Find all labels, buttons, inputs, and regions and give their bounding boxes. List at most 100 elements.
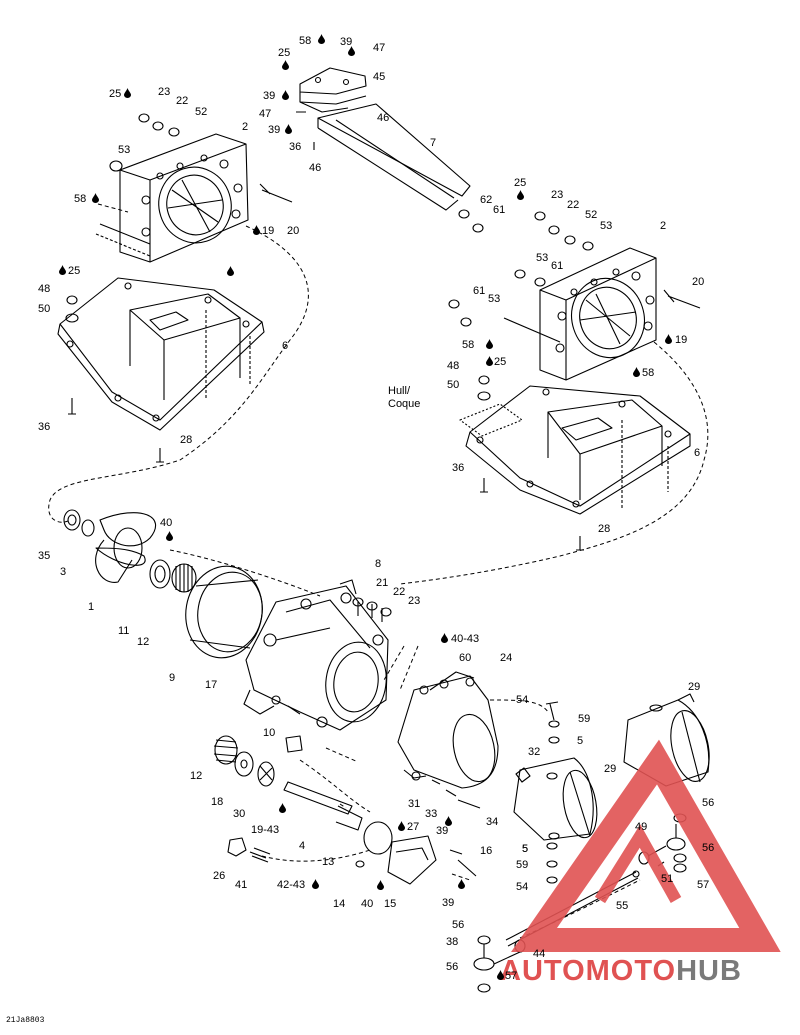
callout-label: 17 xyxy=(205,679,218,691)
callout-label: 23 xyxy=(551,189,564,201)
hardware xyxy=(65,111,701,993)
callout-label: 22 xyxy=(567,199,580,211)
watermark-auto: AUTO xyxy=(500,955,586,987)
ride-plate-left xyxy=(57,277,265,431)
callout-label: 25 xyxy=(109,88,122,100)
nozzle-29-a xyxy=(513,757,598,841)
callout-label: 56 xyxy=(452,919,465,931)
callout-label: 25 xyxy=(68,265,81,277)
drop-icon xyxy=(282,90,289,100)
callout-label: 52 xyxy=(195,106,208,118)
callout-label: 14 xyxy=(333,898,346,910)
callout-label: 23 xyxy=(158,86,171,98)
callout-label: 19 xyxy=(675,334,688,346)
callout-label: 39 xyxy=(268,124,281,136)
callout-label: 22 xyxy=(393,586,406,598)
callout-label: 20 xyxy=(287,225,300,237)
callout-label: 3 xyxy=(60,566,67,578)
callout-label: 57 xyxy=(697,879,710,891)
callout-label: 50 xyxy=(38,303,51,315)
callout-label: 62 xyxy=(480,194,493,206)
hull-label-line1: Hull/ xyxy=(388,385,411,397)
callout-label: 11 xyxy=(118,625,130,637)
callout-label: 15 xyxy=(384,898,397,910)
drop-icon xyxy=(441,633,448,643)
callout-label: 28 xyxy=(598,523,611,535)
callout-label: 42-43 xyxy=(277,879,306,891)
callout-label: 46 xyxy=(309,162,322,174)
callout-label: 61 xyxy=(551,260,564,272)
callout-label: 54 xyxy=(516,881,529,893)
callout-label: 27 xyxy=(407,821,420,833)
callout-label: 28 xyxy=(180,434,193,446)
callout-label: 52 xyxy=(585,209,598,221)
callout-label: 53 xyxy=(488,293,501,305)
callout-label: 29 xyxy=(688,681,701,693)
callout-label: 51 xyxy=(661,873,674,885)
o-ring-27 xyxy=(363,821,393,855)
callout-label: 32 xyxy=(528,746,541,758)
callout-label: 12 xyxy=(190,770,203,782)
callout-label: 57 xyxy=(505,970,518,982)
drop-icon xyxy=(166,531,173,541)
drop-icon xyxy=(285,124,292,134)
diagram-code: 21Ja8803 xyxy=(6,1016,45,1025)
callout-label: 50 xyxy=(447,379,460,391)
drop-icon xyxy=(92,193,99,203)
callout-label: 59 xyxy=(516,859,529,871)
drop-icon xyxy=(312,879,319,889)
callout-label: 8 xyxy=(375,558,382,570)
drop-icon xyxy=(253,225,260,235)
callout-label: 56 xyxy=(702,842,715,854)
callout-label: 39 xyxy=(442,897,455,909)
callout-label: 9 xyxy=(169,672,176,684)
hull-label: Hull/ Coque xyxy=(388,385,420,411)
drop-icon xyxy=(227,266,234,276)
drop-icon xyxy=(486,356,493,366)
callout-label: 60 xyxy=(459,652,472,664)
callout-label: 36 xyxy=(452,462,465,474)
callout-label: 22 xyxy=(176,95,189,107)
seal-assembly xyxy=(213,735,275,787)
drop-icon xyxy=(59,265,66,275)
callout-label: 48 xyxy=(38,283,51,295)
callout-label: 35 xyxy=(38,550,51,562)
callout-label: 53 xyxy=(600,220,613,232)
callout-label: 55 xyxy=(616,900,629,912)
callout-label: 13 xyxy=(322,856,335,868)
callout-label: 5 xyxy=(522,843,529,855)
pump-support-left xyxy=(95,133,249,263)
drop-icon xyxy=(282,60,289,70)
callout-label: 40 xyxy=(361,898,374,910)
callout-label: 39 xyxy=(263,90,276,102)
callout-label: 47 xyxy=(373,42,386,54)
callout-label: 7 xyxy=(430,137,437,149)
callout-label: 34 xyxy=(486,816,499,828)
callout-label: 19 xyxy=(262,225,275,237)
callout-label: 59 xyxy=(578,713,591,725)
callout-label: 18 xyxy=(211,796,224,808)
pump-housing-17 xyxy=(243,579,389,731)
wear-ring-11 xyxy=(149,559,197,593)
callout-label: 23 xyxy=(408,595,421,607)
drive-shaft-4 xyxy=(283,781,363,831)
fitting-26 xyxy=(227,837,271,863)
drop-icon xyxy=(458,879,465,889)
callout-label: 4 xyxy=(299,840,306,852)
callout-label: 31 xyxy=(408,798,421,810)
callout-label: 16 xyxy=(480,845,493,857)
callout-label: 5 xyxy=(577,735,584,747)
impeller-1 xyxy=(63,509,157,583)
callout-label: 54 xyxy=(516,694,529,706)
venturi-24 xyxy=(397,671,499,789)
callout-label: 44 xyxy=(533,948,546,960)
callout-label: 53 xyxy=(118,144,131,156)
pump-support-right xyxy=(503,247,657,381)
callout-label: 2 xyxy=(660,220,667,232)
callout-label: 6 xyxy=(282,340,289,352)
drop-icon xyxy=(318,34,325,44)
callout-label: 41 xyxy=(235,879,248,891)
bracket-45 xyxy=(299,67,367,113)
callout-label: 19-43 xyxy=(251,824,280,836)
